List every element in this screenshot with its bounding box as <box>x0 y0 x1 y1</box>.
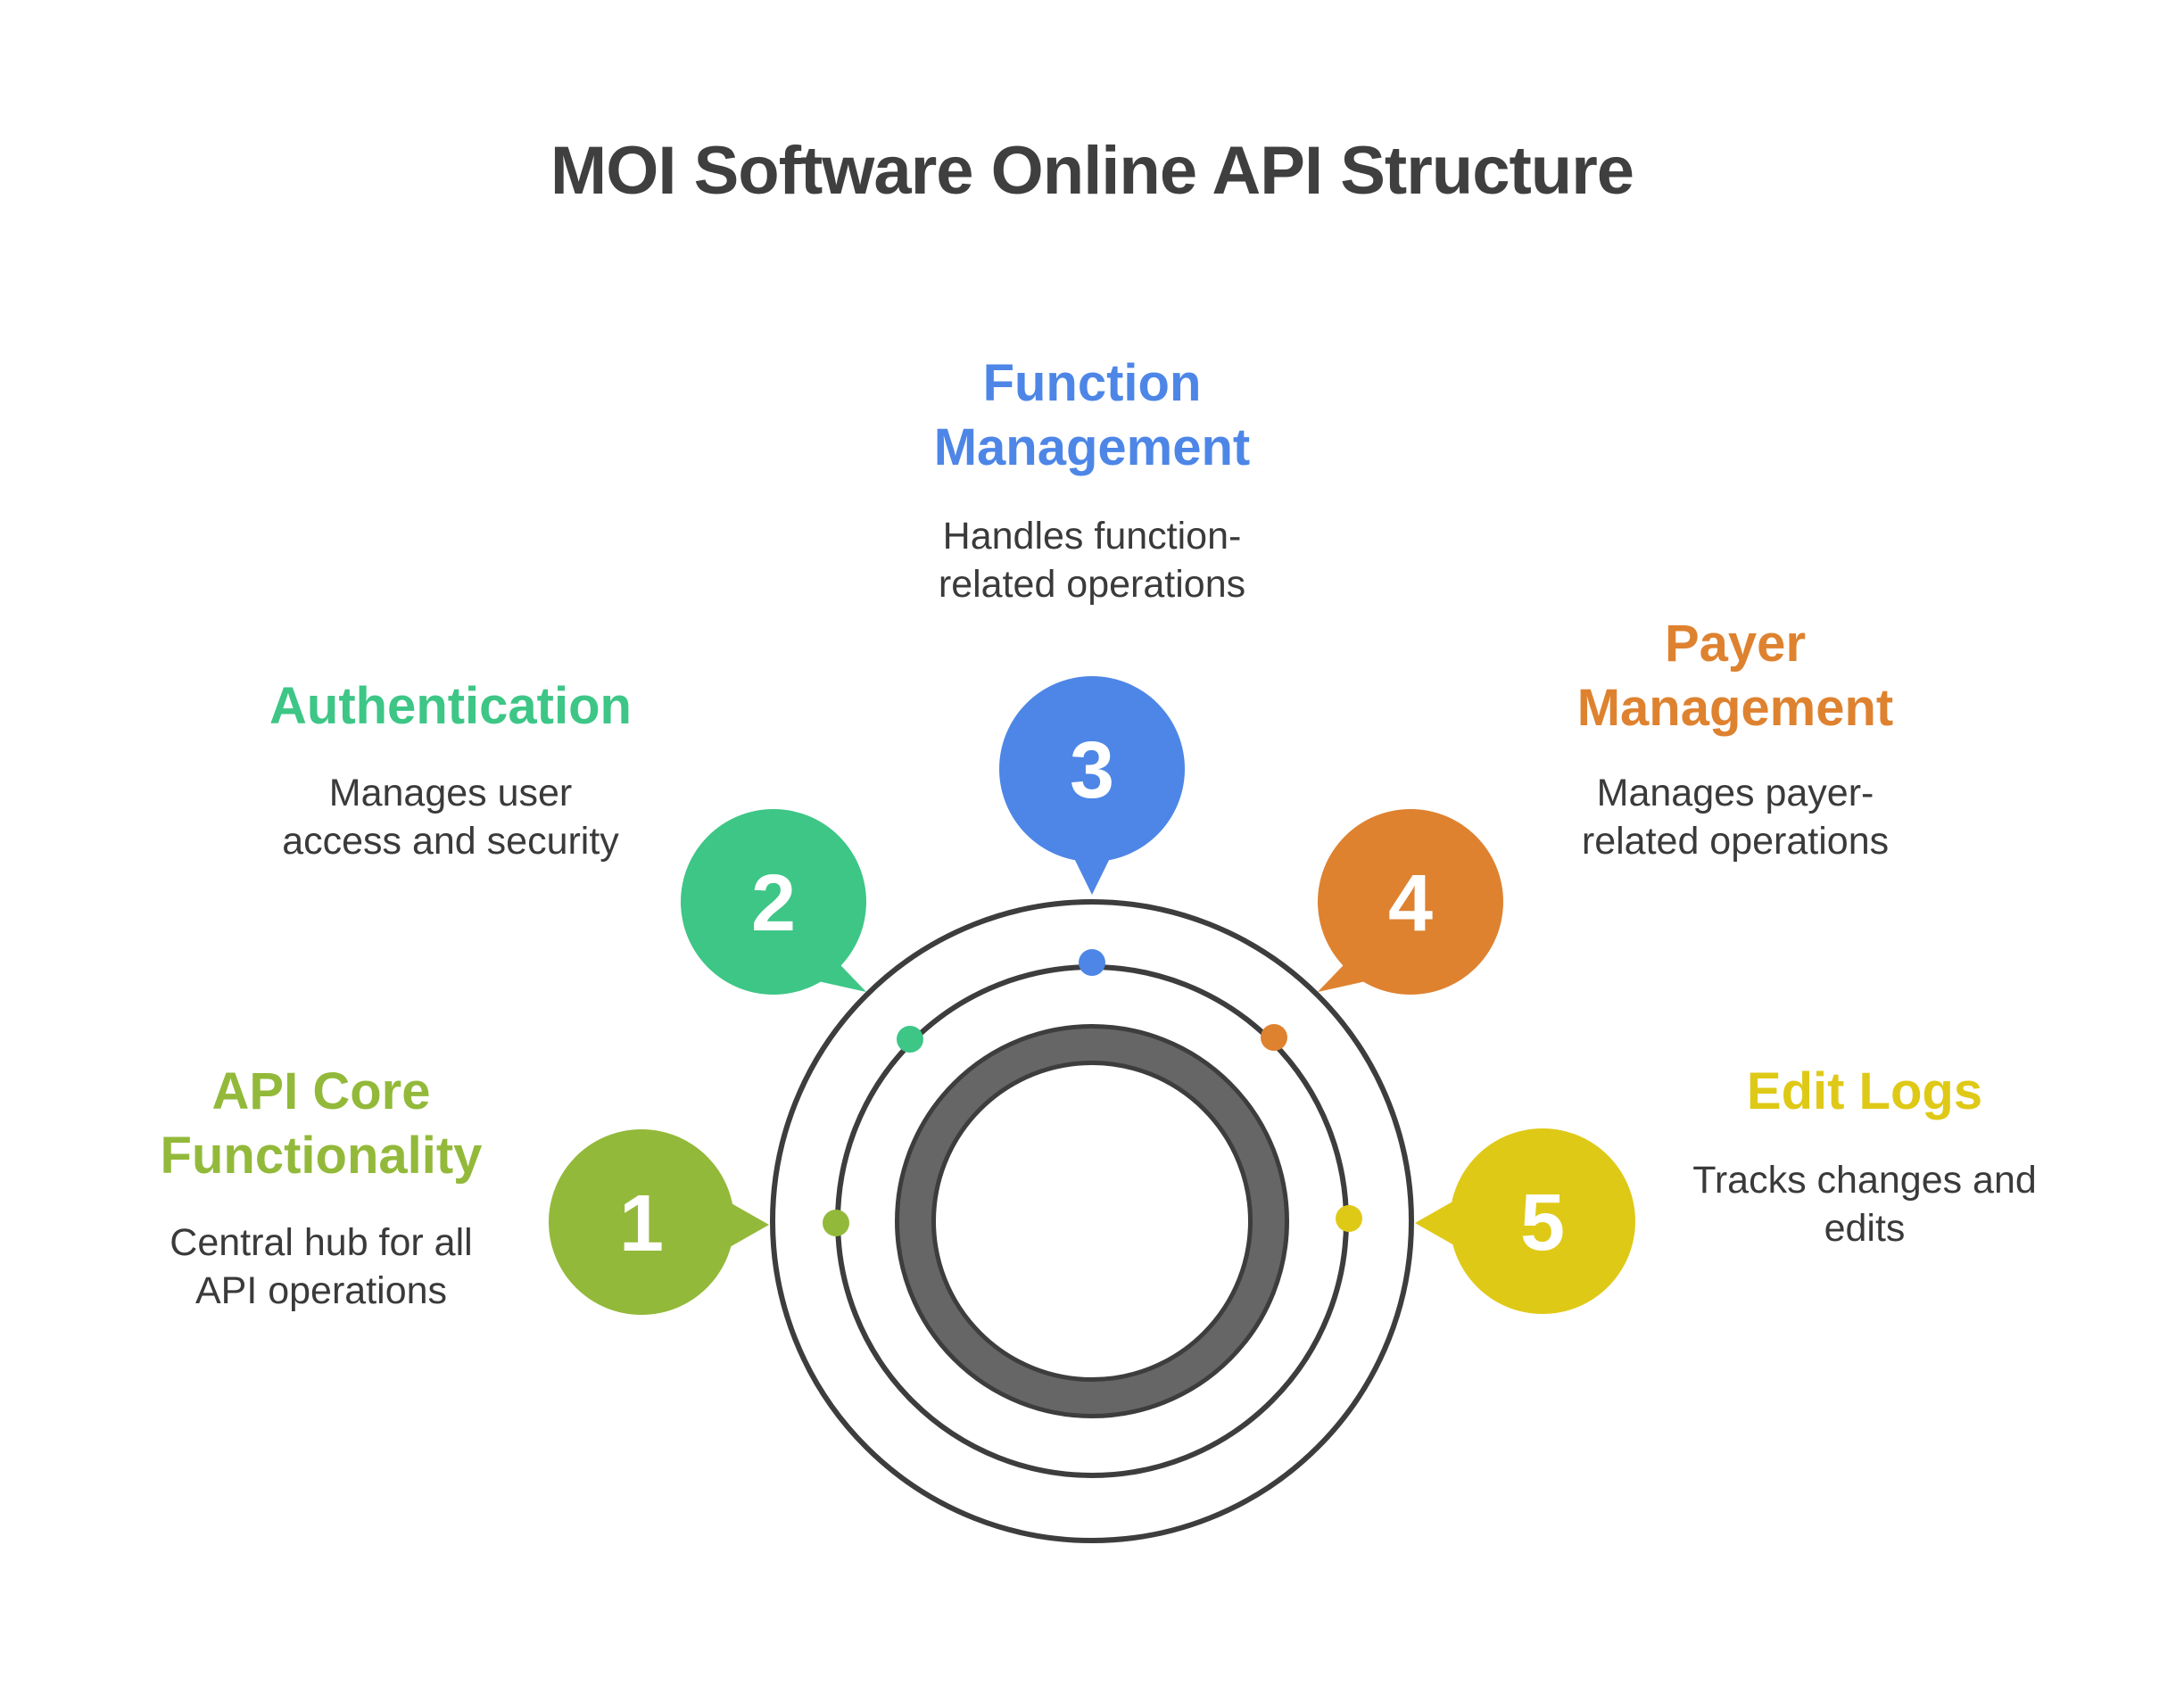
step-3-bubble: 3 <box>999 676 1185 895</box>
step-3-number: 3 <box>1070 726 1114 815</box>
step-2-bubble: 2 <box>681 809 866 995</box>
dot-5 <box>1336 1205 1362 1232</box>
step-1-number: 1 <box>619 1179 664 1268</box>
outer-ring <box>770 899 1414 1543</box>
step-3-description: Handles function- related operations <box>938 515 1246 606</box>
step-1-description: Central hub for all API operations <box>170 1221 473 1312</box>
step-4-bubble: 4 <box>1318 809 1503 995</box>
step-5-bubble: 5 <box>1415 1128 1635 1314</box>
step-5-description: Tracks changes and edits <box>1692 1159 2037 1250</box>
core-ring-fill <box>899 1029 1285 1414</box>
step-5-label: Edit Logs <box>1746 1062 1983 1120</box>
step-1-bubble: 1 <box>549 1129 769 1315</box>
step-2-number: 2 <box>751 859 796 948</box>
step-1-label: API Core Functionality <box>160 1062 483 1185</box>
step-4-label: Payer Management <box>1576 615 1894 737</box>
diagram-title: MOI Software Online API Structure <box>550 133 1634 209</box>
dot-4 <box>1261 1024 1287 1051</box>
step-4-description: Manages payer- related operations <box>1581 772 1890 863</box>
dot-2 <box>897 1026 923 1053</box>
dot-1 <box>823 1210 849 1236</box>
dot-3 <box>1079 949 1105 976</box>
step-4-number: 4 <box>1388 859 1433 948</box>
step-2-description: Manages user access and security <box>282 772 619 863</box>
step-3-label: Function Management <box>933 354 1251 476</box>
step-5-number: 5 <box>1520 1178 1565 1268</box>
step-2-label: Authentication <box>269 677 632 735</box>
